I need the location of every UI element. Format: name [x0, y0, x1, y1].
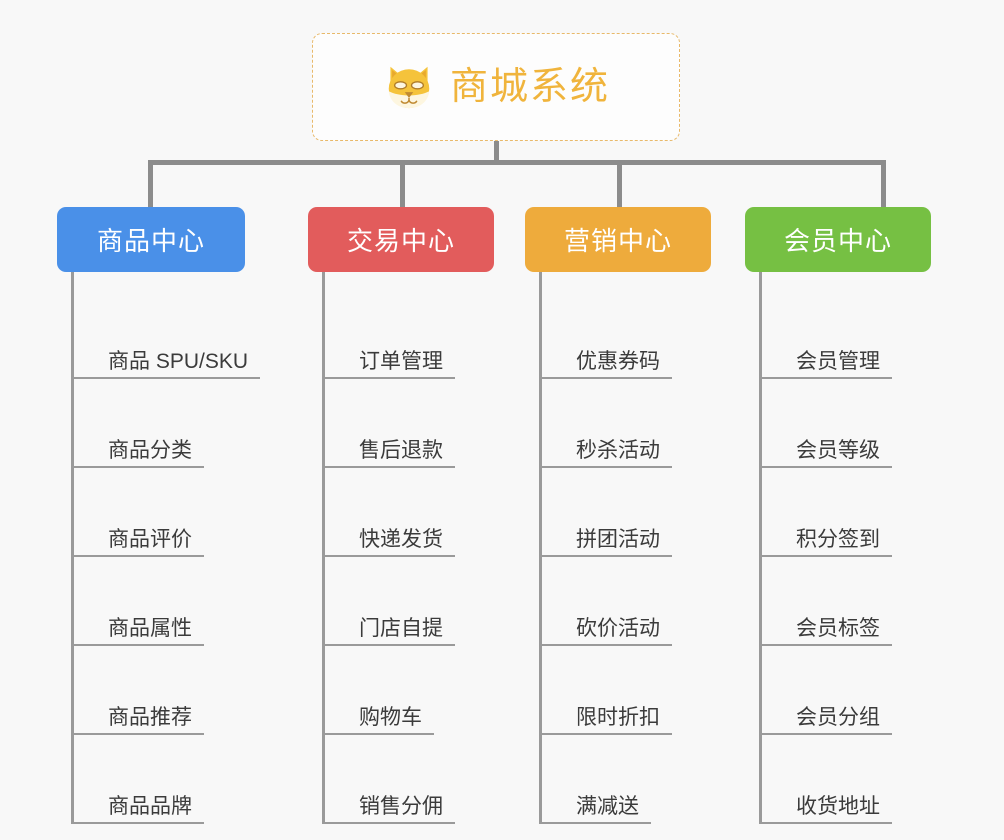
leaf-underline — [74, 644, 204, 646]
leaf-label: 订单管理 — [359, 350, 443, 373]
list-item[interactable]: 限时折扣 — [542, 646, 735, 735]
leaf-label: 收货地址 — [796, 795, 880, 818]
leaf-underline — [542, 644, 672, 646]
list-item[interactable]: 销售分佣 — [325, 735, 523, 824]
leaf-underline — [542, 733, 672, 735]
leaf-underline — [762, 733, 892, 735]
leaf-underline — [325, 644, 455, 646]
category-header-label: 商品中心 — [96, 226, 205, 256]
leaf-label: 销售分佣 — [359, 795, 443, 818]
leaf-label: 拼团活动 — [576, 528, 660, 551]
category-header-trade-center[interactable]: 交易中心 — [308, 207, 494, 272]
list-item[interactable]: 商品品牌 — [74, 735, 277, 824]
connector-drop-1 — [400, 160, 405, 208]
list-item[interactable]: 商品属性 — [74, 557, 277, 646]
leaf-underline — [74, 555, 204, 557]
list-item[interactable]: 商品 SPU/SKU — [74, 290, 277, 379]
leaf-underline — [542, 822, 651, 824]
leaf-label: 满减送 — [576, 795, 639, 818]
leaf-underline — [74, 377, 260, 379]
leaf-list-trade-center: 订单管理 售后退款 快递发货 门店自提 购物车 销售分佣 — [322, 272, 523, 824]
leaf-label: 会员等级 — [796, 439, 880, 462]
leaf-underline — [74, 733, 204, 735]
shiba-dog-face-icon — [382, 60, 436, 114]
leaf-list-member-center: 会员管理 会员等级 积分签到 会员标签 会员分组 收货地址 — [759, 272, 960, 824]
leaf-label: 会员分组 — [796, 706, 880, 729]
leaf-list-product-center: 商品 SPU/SKU 商品分类 商品评价 商品属性 商品推荐 商品品牌 — [71, 272, 277, 824]
leaf-underline — [325, 466, 455, 468]
category-header-label: 交易中心 — [346, 226, 455, 256]
branch-column-product-center: 商品中心 商品 SPU/SKU 商品分类 商品评价 商品属性 商品推荐 — [57, 207, 277, 824]
leaf-label: 商品 SPU/SKU — [108, 350, 249, 373]
leaf-label: 商品推荐 — [108, 706, 192, 729]
leaf-label: 门店自提 — [359, 617, 443, 640]
leaf-underline — [542, 377, 672, 379]
list-item[interactable]: 会员分组 — [762, 646, 960, 735]
leaf-underline — [762, 377, 892, 379]
list-item[interactable]: 积分签到 — [762, 468, 960, 557]
list-item[interactable]: 商品推荐 — [74, 646, 277, 735]
list-item[interactable]: 门店自提 — [325, 557, 523, 646]
category-header-member-center[interactable]: 会员中心 — [745, 207, 931, 272]
connector-stem — [494, 141, 499, 163]
branch-column-trade-center: 交易中心 订单管理 售后退款 快递发货 门店自提 购物车 — [308, 207, 523, 824]
list-item[interactable]: 会员等级 — [762, 379, 960, 468]
list-item[interactable]: 砍价活动 — [542, 557, 735, 646]
branch-column-member-center: 会员中心 会员管理 会员等级 积分签到 会员标签 会员分组 — [745, 207, 960, 824]
root-title: 商城系统 — [449, 66, 610, 108]
category-header-label: 会员中心 — [783, 226, 892, 256]
category-header-marketing-center[interactable]: 营销中心 — [525, 207, 711, 272]
leaf-underline — [762, 466, 892, 468]
leaf-label: 快递发货 — [359, 528, 443, 551]
category-header-product-center[interactable]: 商品中心 — [57, 207, 245, 272]
leaf-underline — [542, 466, 672, 468]
leaf-underline — [74, 466, 204, 468]
branch-column-marketing-center: 营销中心 优惠券码 秒杀活动 拼团活动 砍价活动 限时折扣 — [525, 207, 735, 824]
connector-bus — [148, 160, 886, 165]
leaf-underline — [762, 822, 892, 824]
leaf-label: 秒杀活动 — [576, 439, 660, 462]
leaf-underline — [542, 555, 672, 557]
root-node-content: 商城系统 — [382, 60, 610, 114]
leaf-underline — [74, 822, 204, 824]
list-item[interactable]: 商品评价 — [74, 468, 277, 557]
list-item[interactable]: 会员管理 — [762, 290, 960, 379]
list-item[interactable]: 拼团活动 — [542, 468, 735, 557]
list-item[interactable]: 优惠券码 — [542, 290, 735, 379]
list-item[interactable]: 购物车 — [325, 646, 523, 735]
leaf-label: 购物车 — [359, 706, 422, 729]
leaf-label: 积分签到 — [796, 528, 880, 551]
leaf-underline — [325, 822, 455, 824]
connector-drop-2 — [617, 160, 622, 208]
leaf-list-marketing-center: 优惠券码 秒杀活动 拼团活动 砍价活动 限时折扣 满减送 — [539, 272, 735, 824]
list-item[interactable]: 订单管理 — [325, 290, 523, 379]
list-item[interactable]: 满减送 — [542, 735, 735, 824]
leaf-label: 优惠券码 — [576, 350, 660, 373]
list-item[interactable]: 会员标签 — [762, 557, 960, 646]
list-item[interactable]: 快递发货 — [325, 468, 523, 557]
leaf-label: 限时折扣 — [576, 706, 660, 729]
connector-drop-0 — [148, 160, 153, 208]
leaf-underline — [325, 733, 434, 735]
root-node[interactable]: 商城系统 — [312, 33, 680, 141]
list-item[interactable]: 收货地址 — [762, 735, 960, 824]
leaf-label: 商品品牌 — [108, 795, 192, 818]
leaf-label: 砍价活动 — [576, 617, 660, 640]
leaf-label: 商品属性 — [108, 617, 192, 640]
connector-drop-3 — [881, 160, 886, 208]
leaf-label: 会员管理 — [796, 350, 880, 373]
leaf-label: 售后退款 — [359, 439, 443, 462]
leaf-underline — [762, 555, 892, 557]
category-header-label: 营销中心 — [563, 226, 672, 256]
list-item[interactable]: 秒杀活动 — [542, 379, 735, 468]
list-item[interactable]: 商品分类 — [74, 379, 277, 468]
leaf-label: 会员标签 — [796, 617, 880, 640]
list-item[interactable]: 售后退款 — [325, 379, 523, 468]
leaf-underline — [325, 555, 455, 557]
leaf-underline — [762, 644, 892, 646]
leaf-label: 商品分类 — [108, 439, 192, 462]
leaf-label: 商品评价 — [108, 528, 192, 551]
leaf-underline — [325, 377, 455, 379]
